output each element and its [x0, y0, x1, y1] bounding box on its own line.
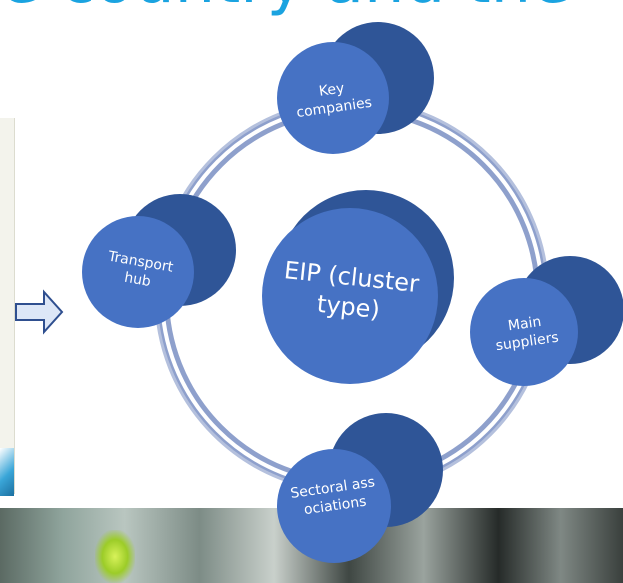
right-arrow-icon	[15, 289, 64, 335]
node-key-companies	[277, 22, 434, 154]
node-transport-hub	[82, 194, 236, 328]
left-panel-edge	[0, 118, 15, 494]
node-main-suppliers	[470, 256, 623, 386]
bottom-photo-highlight	[95, 530, 135, 583]
center-circle	[262, 190, 454, 384]
node-sectoral-associations	[277, 413, 443, 563]
slide-title: e country and the	[0, 0, 571, 18]
left-panel-graphic	[0, 448, 14, 496]
